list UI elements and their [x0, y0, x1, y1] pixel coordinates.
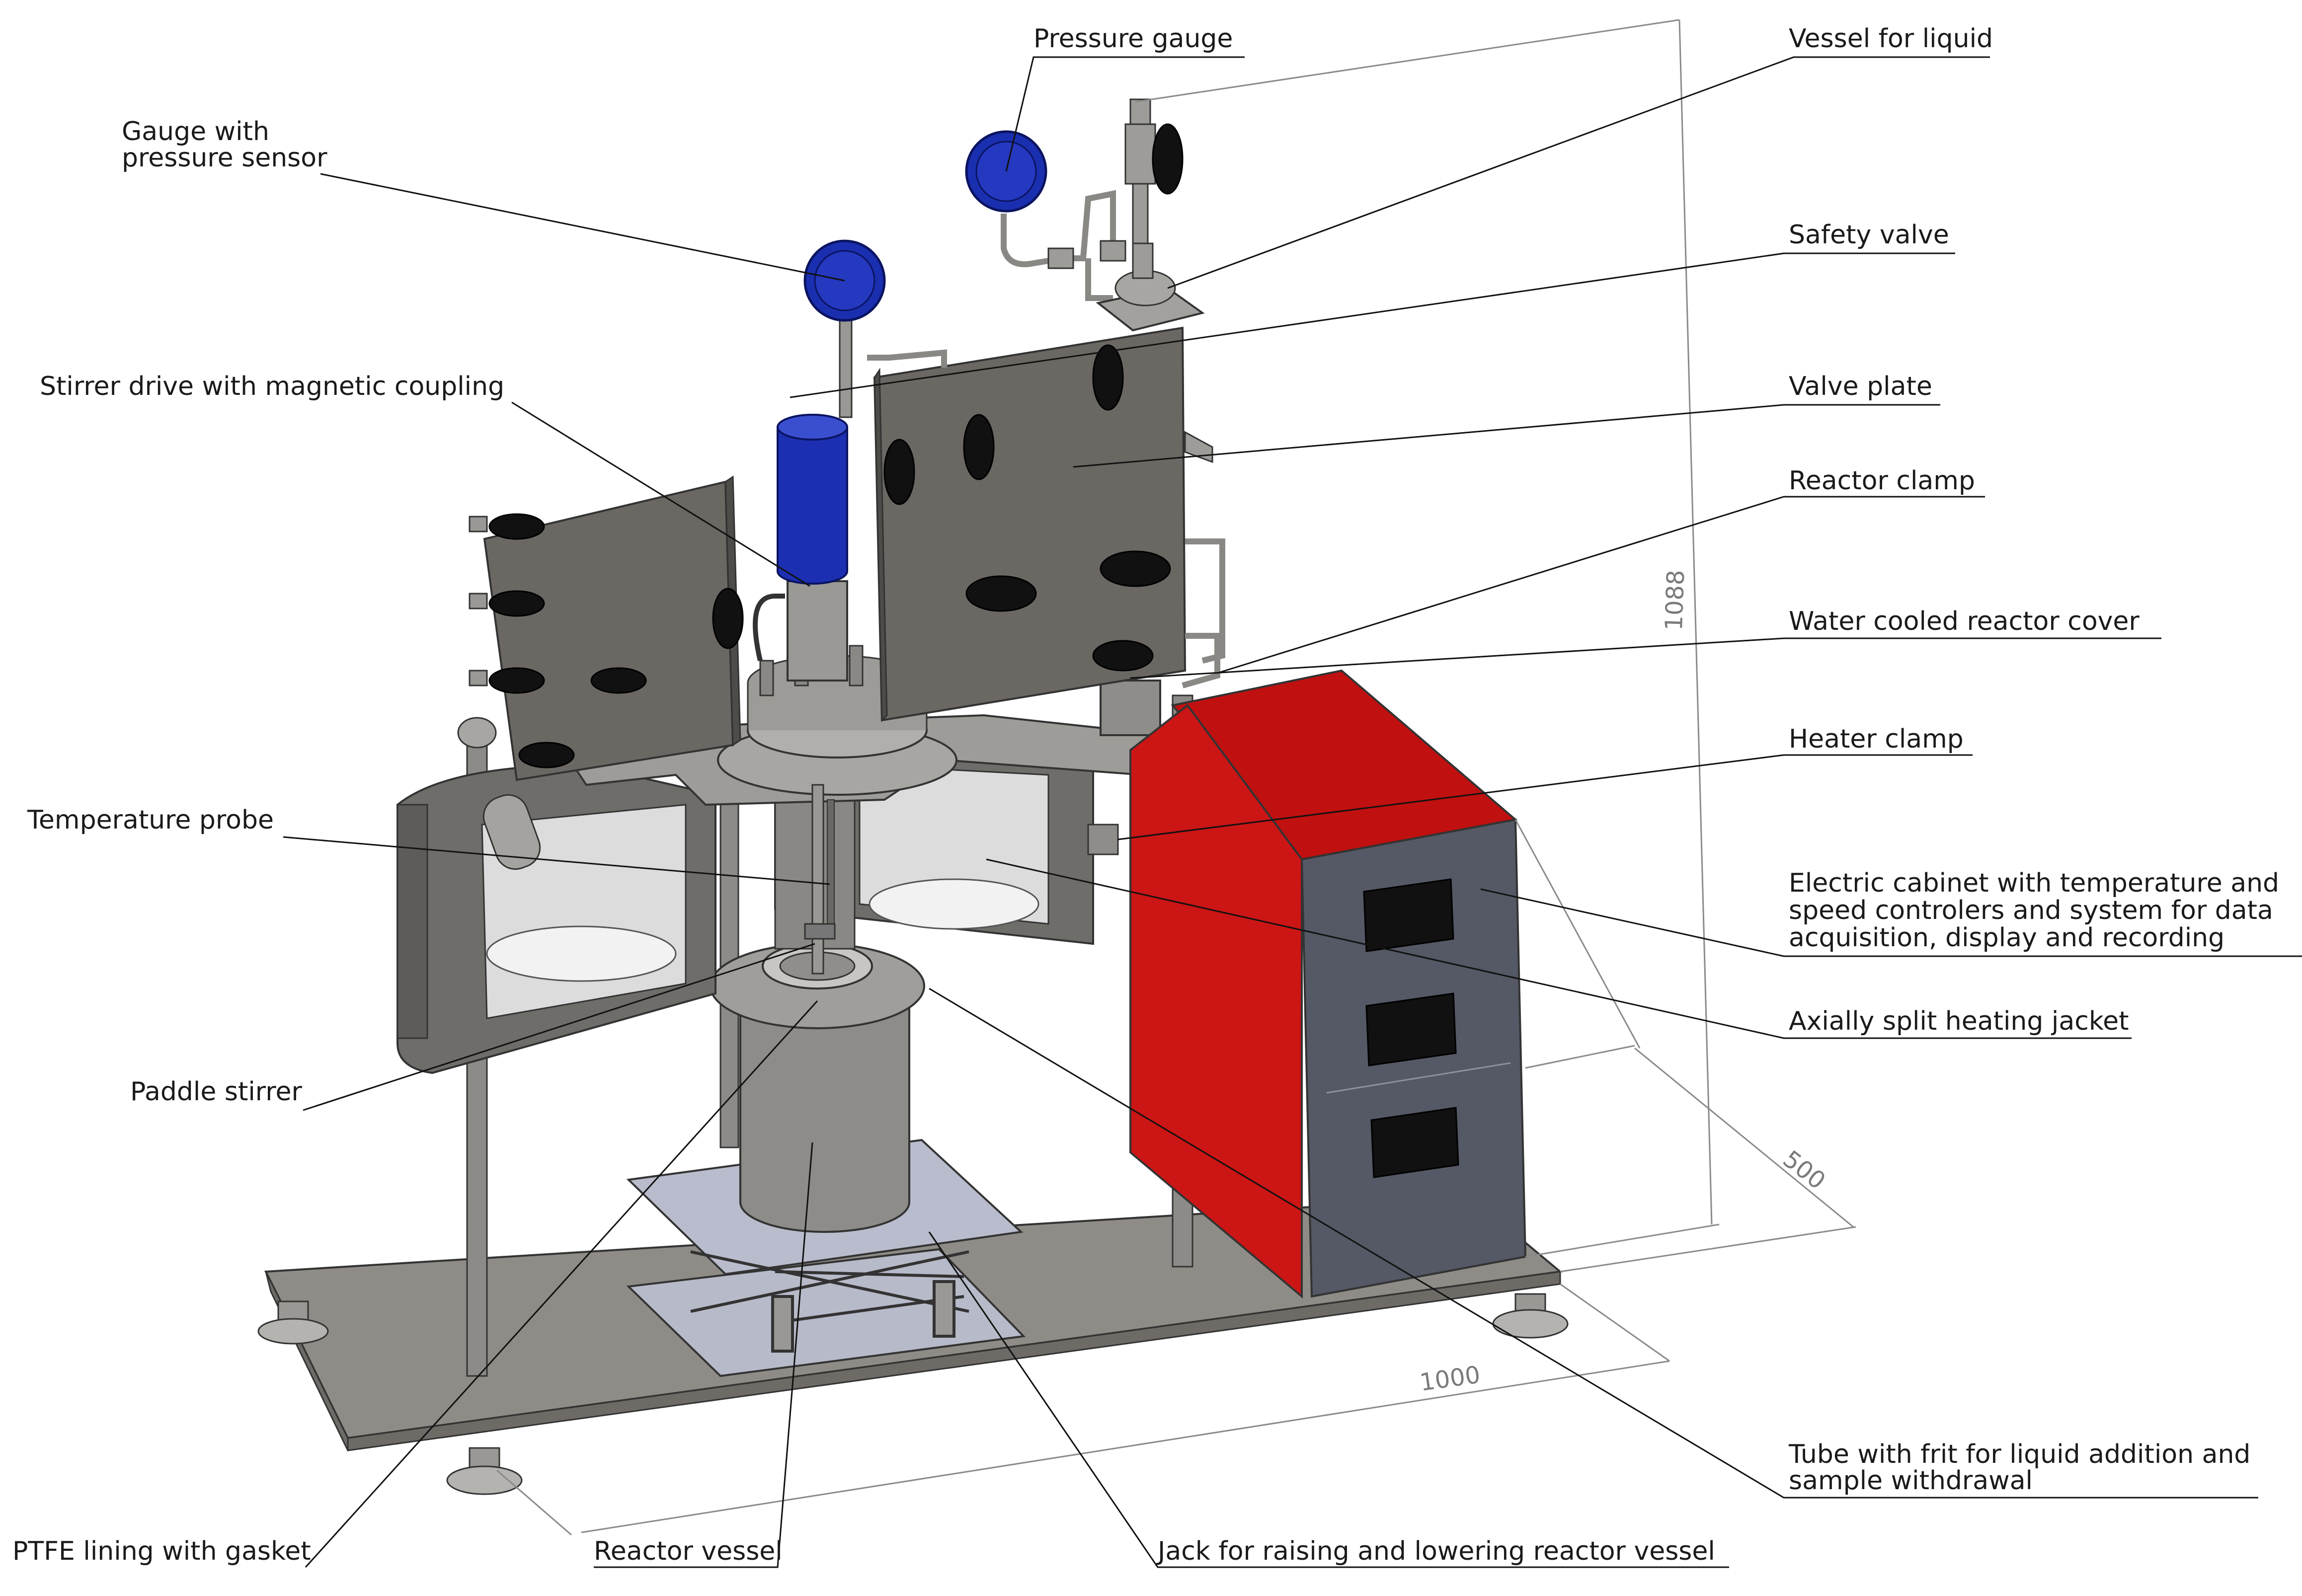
paddle: [804, 923, 836, 940]
label-pressure-gauge: Pressure gauge: [1033, 24, 1233, 54]
vessel-for-liquid: [1124, 98, 1184, 244]
label-valve-plate: Valve plate: [1789, 372, 1932, 401]
electric-cabinet: [1129, 669, 1527, 1299]
callouts: Pressure gauge Vessel for liquid Gauge w…: [12, 24, 2279, 1566]
label-reactor-clamp: Reactor clamp: [1789, 466, 1975, 496]
pressure-gauge-top: [965, 130, 1126, 301]
jack-scissors: [690, 1250, 969, 1353]
label-water-cooled-cover: Water cooled reactor cover: [1789, 607, 2140, 636]
label-electric-cabinet-2: speed controlers and system for data: [1789, 896, 2273, 925]
right-plate-valves: [883, 344, 1171, 672]
label-ptfe-lining: PTFE lining with gasket: [12, 1536, 311, 1566]
temperature-probe: [827, 799, 835, 929]
leveling-feet: [257, 1293, 1569, 1495]
cabinet-side: [1129, 704, 1303, 1299]
stirrer: [777, 414, 848, 975]
label-tube-frit-2: sample withdrawal: [1789, 1466, 2033, 1496]
gauge-with-sensor: [803, 239, 886, 418]
dimension-lines: [496, 19, 1856, 1536]
label-electric-cabinet-3: acquisition, display and recording: [1789, 923, 2224, 953]
reactor-vessel: [710, 943, 925, 1233]
leader-lines: [283, 56, 2302, 1568]
label-temperature-probe: Temperature probe: [27, 805, 274, 835]
left-plate-valves: [488, 513, 744, 768]
coupling-housing: [787, 580, 848, 682]
heater-clamp: [1087, 824, 1119, 855]
foot-right: [1492, 1293, 1569, 1339]
stirrer-shaft: [811, 784, 824, 975]
reactor-vessel-body: [739, 997, 910, 1233]
valve-plate-ledge: [1184, 431, 1213, 463]
foot-left: [257, 1300, 329, 1345]
label-heating-jacket: Axially split heating jacket: [1789, 1006, 2129, 1036]
label-vessel-for-liquid: Vessel for liquid: [1789, 24, 1993, 54]
foot-front: [446, 1447, 523, 1495]
label-electric-cabinet-1: Electric cabinet with temperature and: [1789, 868, 2279, 898]
label-tube-frit-1: Tube with frit for liquid addition and: [1788, 1440, 2250, 1469]
valve-plate-left: [469, 475, 744, 781]
cabinet-displays: [1363, 878, 1459, 1178]
label-safety-valve: Safety valve: [1789, 220, 1949, 250]
dimension-depth: 500: [1778, 1145, 1831, 1195]
label-gauge-sensor-2: pressure sensor: [122, 143, 327, 173]
valve-plate-right: [867, 326, 1225, 722]
reactor-clamp: [1100, 680, 1161, 736]
label-stirrer-drive: Stirrer drive with magnetic coupling: [40, 372, 504, 401]
right-plate-pipes: [867, 349, 1225, 688]
label-gauge-sensor-1: Gauge with: [122, 117, 269, 147]
safety-valve: [1096, 242, 1205, 332]
label-jack: Jack for raising and lowering reactor ve…: [1156, 1536, 1715, 1566]
jack-bottom-plate: [626, 1248, 1026, 1377]
dimension-height: 1088: [1660, 569, 1690, 631]
label-heater-clamp: Heater clamp: [1789, 724, 1964, 754]
label-reactor-vessel: Reactor vessel: [594, 1536, 783, 1566]
label-paddle-stirrer: Paddle stirrer: [130, 1077, 302, 1107]
